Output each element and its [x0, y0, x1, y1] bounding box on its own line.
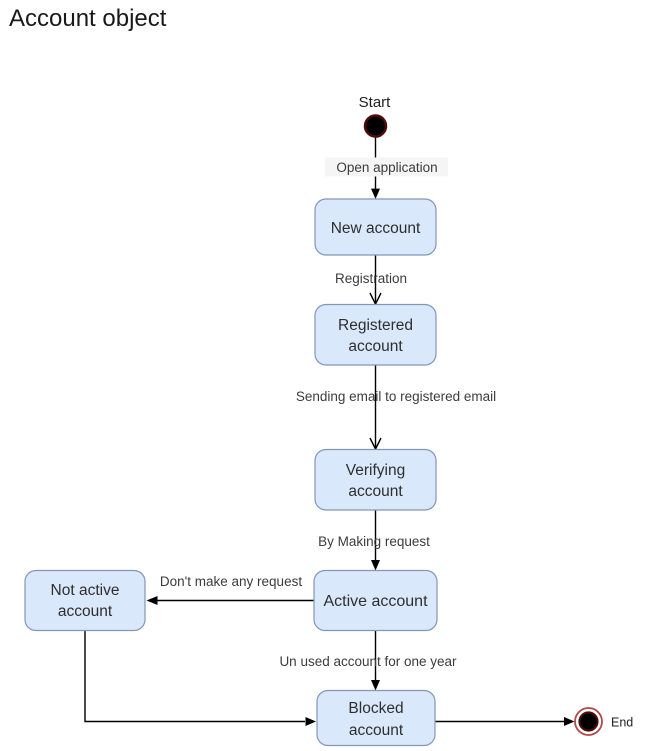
transition-label: Registration	[335, 271, 407, 286]
transition-unused-account[interactable]: Un used account for one year	[279, 630, 457, 691]
start-node-circle-icon[interactable]	[363, 114, 388, 138]
state-box[interactable]	[314, 198, 437, 256]
end-node-inner-circle-icon	[578, 711, 599, 732]
end-node[interactable]: End	[574, 707, 633, 736]
transition-label: Sending email to registered email	[296, 389, 496, 404]
transition-blocked-to-end[interactable]	[435, 717, 575, 726]
state-blocked-account[interactable]: Blocked account	[316, 689, 436, 747]
state-label-line1: Not active	[51, 582, 120, 599]
start-node-label: Start	[359, 94, 392, 111]
state-label: Active account	[323, 593, 428, 610]
state-label-line2: account	[58, 603, 113, 620]
state-label-line2: account	[348, 483, 403, 500]
transition-open-application[interactable]: Open application	[325, 137, 448, 200]
state-box[interactable]	[316, 689, 436, 747]
transition-label-background	[325, 157, 448, 177]
arrowhead-solid-icon	[305, 717, 316, 726]
state-label-line1: Verifying	[346, 462, 405, 479]
transition-label: By Making request	[318, 534, 430, 549]
transition-line[interactable]	[84, 630, 305, 723]
start-node[interactable]: Start	[359, 94, 392, 138]
end-node-label: End	[611, 716, 633, 730]
state-box[interactable]	[24, 569, 146, 632]
state-label: New account	[331, 220, 421, 237]
state-active-account[interactable]: Active account	[313, 569, 438, 632]
transition-sending-email[interactable]: Sending email to registered email	[296, 365, 496, 451]
state-verifying-account[interactable]: Verifying account	[314, 448, 437, 511]
transition-dont-make-any-request[interactable]: Don't make any request	[146, 574, 315, 605]
transition-not-active-to-blocked[interactable]	[84, 630, 316, 727]
state-label-line1: Registered	[338, 317, 413, 334]
arrowhead-solid-icon	[146, 596, 158, 605]
state-label-line2: account	[349, 722, 404, 739]
state-label-line1: Blocked	[348, 700, 403, 717]
transition-registration[interactable]: Registration	[335, 255, 407, 306]
state-box[interactable]	[313, 569, 438, 632]
page-title: Account object	[9, 5, 167, 32]
arrowhead-solid-icon	[371, 188, 380, 199]
transition-label: Un used account for one year	[279, 654, 457, 669]
arrowhead-solid-icon	[564, 717, 575, 726]
state-not-active-account[interactable]: Not active account	[24, 569, 146, 632]
state-new-account[interactable]: New account	[314, 198, 437, 256]
state-registered-account[interactable]: Registered account	[314, 303, 437, 366]
transition-label: Don't make any request	[160, 574, 302, 589]
state-box[interactable]	[314, 448, 437, 511]
arrowhead-solid-icon	[371, 680, 380, 691]
transition-label: Open application	[336, 160, 437, 175]
arrowhead-solid-icon	[371, 560, 380, 571]
transition-by-making-request[interactable]: By Making request	[318, 510, 430, 571]
state-box[interactable]	[314, 303, 437, 366]
state-label-line2: account	[348, 338, 403, 355]
